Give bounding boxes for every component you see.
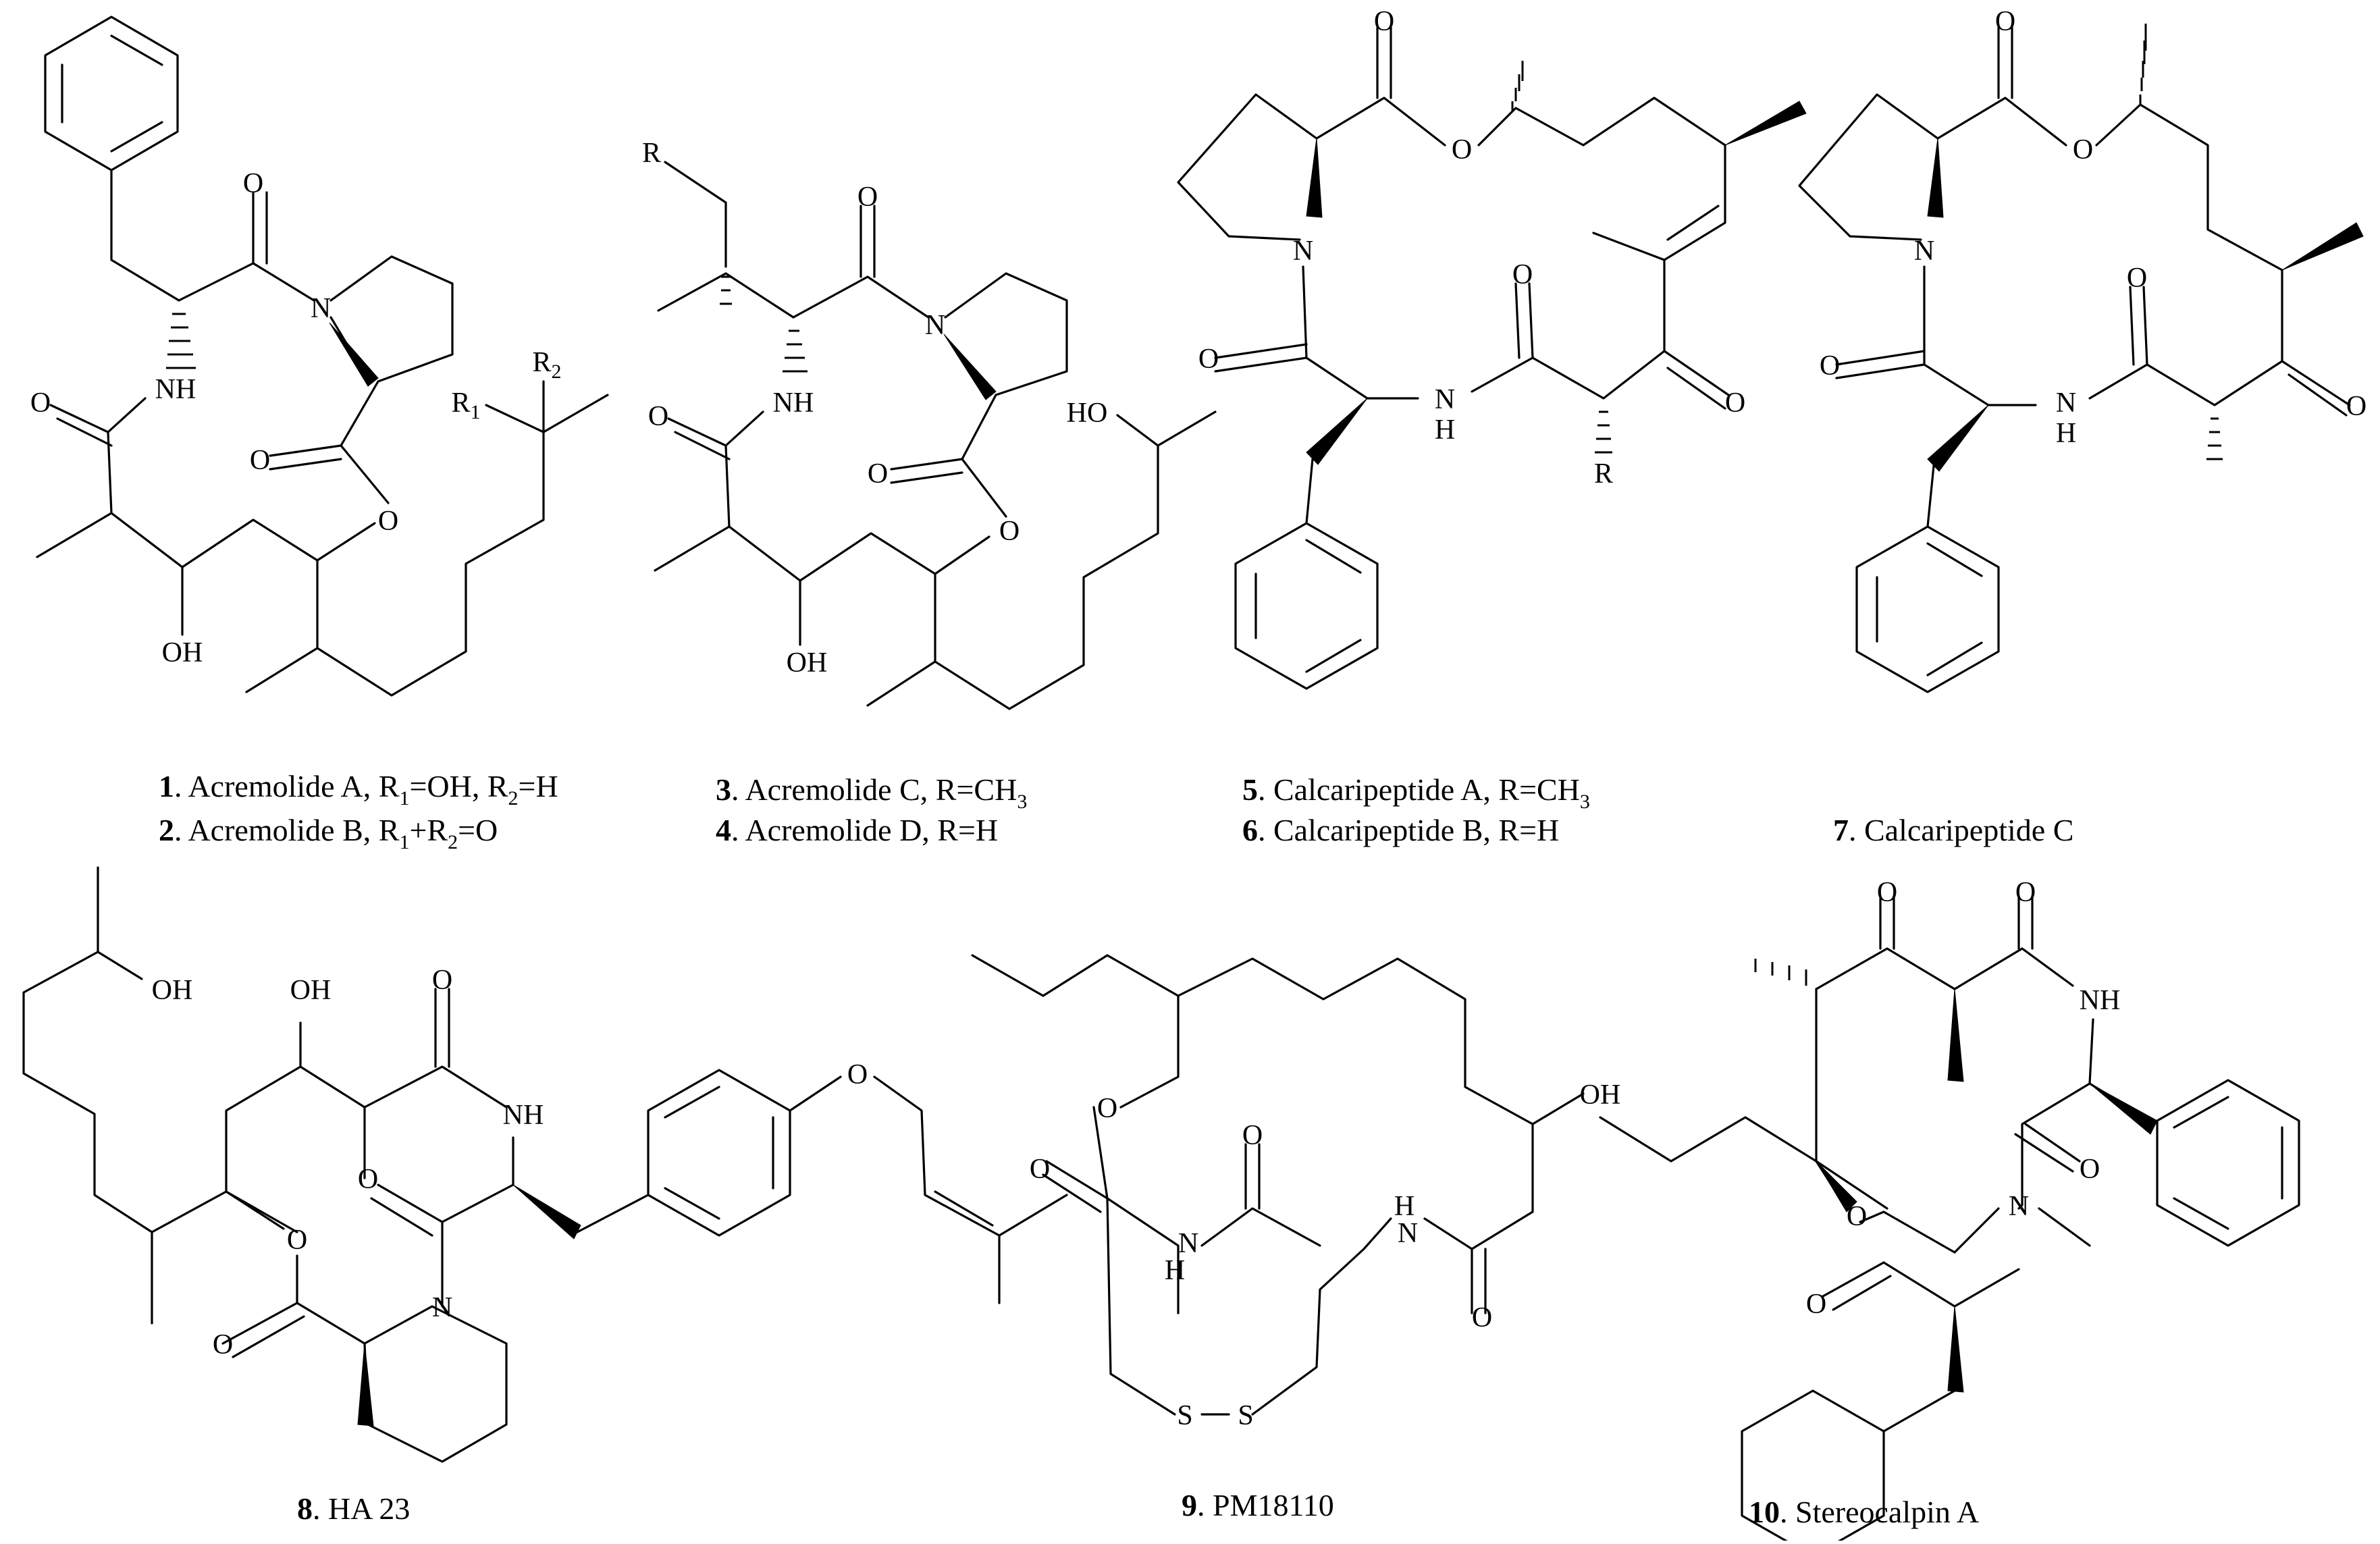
hash-bond <box>2206 417 2223 460</box>
atom-label: N <box>311 293 331 324</box>
atom-label: R <box>642 138 661 169</box>
atom-label: H <box>1435 415 1455 446</box>
caption-9: 9. PM18110 <box>1182 1488 1334 1522</box>
atom-label: HO <box>1067 398 1108 429</box>
caption-3: 3. Acremolide C, R=CH3 <box>716 772 1027 813</box>
atom-label: N <box>2009 1191 2029 1222</box>
atom-label: O <box>1820 350 1840 381</box>
atom-label: O <box>999 516 1020 547</box>
caption-4: 4. Acremolide D, R=H <box>716 813 998 847</box>
atom-label: OH <box>787 647 828 678</box>
structure-calcaripeptide-a-b <box>1177 26 1807 690</box>
caption-5: 5. Calcaripeptide A, R=CH3 <box>1242 772 1590 813</box>
atom-label: H <box>1394 1191 1414 1222</box>
atom-label: O <box>250 445 270 476</box>
hash-bond <box>1511 61 1524 111</box>
atom-label: OH <box>1580 1080 1621 1111</box>
atom-label: O <box>378 506 398 537</box>
atom-label-r1: R1 <box>451 388 480 423</box>
atom-label: O <box>1877 877 1897 908</box>
atom-label: O <box>2080 1154 2100 1185</box>
atom-label: OH <box>290 975 332 1006</box>
atom-label: H <box>2056 418 2076 449</box>
caption-2: 2. Acremolide B, R1+R2=O <box>159 813 498 853</box>
atom-label: O <box>868 458 888 489</box>
atom-label: O <box>2127 263 2147 294</box>
atom-label: O <box>847 1059 868 1090</box>
hash-bond <box>2139 24 2147 105</box>
atom-label: O <box>1847 1201 1867 1232</box>
hash-bond <box>1595 410 1612 454</box>
atom-label: N <box>432 1292 452 1323</box>
caption-7: 7. Calcaripeptide C <box>1833 813 2073 847</box>
atom-labels: O N NH O O O OH R1 R2 R O N NH O O O OH … <box>30 6 2366 1431</box>
atom-label: O <box>1725 388 1745 419</box>
atom-label: NH <box>2080 985 2121 1016</box>
structure-calcaripeptide-c <box>1798 24 2364 693</box>
caption-8: 8. HA 23 <box>297 1491 410 1526</box>
atom-label: O <box>1198 344 1219 375</box>
atom-label: O <box>358 1164 378 1195</box>
captions: 1. Acremolide A, R1=OH, R2=H 2. Acremoli… <box>159 769 2073 1529</box>
caption-10: 10. Stereocalpin A <box>1749 1495 1979 1529</box>
atom-label: O <box>1995 6 2015 37</box>
atom-label: N <box>1398 1218 1418 1249</box>
atom-label: N <box>1435 384 1455 415</box>
atom-label: O <box>1806 1289 1826 1320</box>
atom-label-r2: R2 <box>532 347 561 383</box>
atom-label: OH <box>162 637 203 668</box>
atom-label: H <box>1165 1255 1185 1286</box>
atom-label: O <box>857 182 878 213</box>
hash-bond <box>783 329 808 373</box>
atom-label: O <box>1512 259 1533 290</box>
atom-label: NH <box>503 1100 544 1131</box>
atom-label: N <box>925 310 945 341</box>
atom-label: O <box>2015 877 2036 908</box>
atom-label: S <box>1177 1400 1192 1431</box>
atom-label: OH <box>152 975 193 1006</box>
atom-label: NH <box>155 374 196 405</box>
hash-bond <box>166 313 196 369</box>
atom-label: O <box>1374 6 1394 37</box>
atom-label: O <box>243 168 263 199</box>
structure-acremolide-c-d <box>654 161 1217 710</box>
atom-label: N <box>1178 1228 1198 1259</box>
atom-label: O <box>1472 1302 1492 1333</box>
structure-acremolide-a-b <box>36 16 609 697</box>
atom-label: N <box>2056 388 2076 419</box>
atom-label: O <box>287 1225 307 1256</box>
atom-label: O <box>213 1329 233 1360</box>
structure-ha23 <box>22 866 1068 1463</box>
atom-label: N <box>1914 236 1934 267</box>
atom-label: S <box>1238 1400 1253 1431</box>
atom-label: O <box>30 388 51 419</box>
atom-label: O <box>432 965 452 996</box>
atom-label: NH <box>773 388 814 419</box>
atom-label: O <box>1097 1093 1117 1124</box>
atom-label: O <box>1242 1120 1263 1151</box>
atom-label: N <box>1293 236 1313 267</box>
atom-label: O <box>648 401 668 432</box>
hash-bond <box>720 275 732 305</box>
structure-stereocalpin-a <box>1599 897 2300 1544</box>
atom-label: R <box>1594 458 1613 489</box>
caption-6: 6. Calcaripeptide B, R=H <box>1242 813 1559 847</box>
atom-label: O <box>1030 1154 1050 1185</box>
structure-pm18110 <box>971 954 1585 1416</box>
atom-label: O <box>2346 391 2366 422</box>
caption-1: 1. Acremolide A, R1=OH, R2=H <box>159 769 558 809</box>
atom-label: O <box>2073 134 2093 165</box>
atom-label: O <box>1452 134 1472 165</box>
hash-bond <box>1754 959 1807 986</box>
